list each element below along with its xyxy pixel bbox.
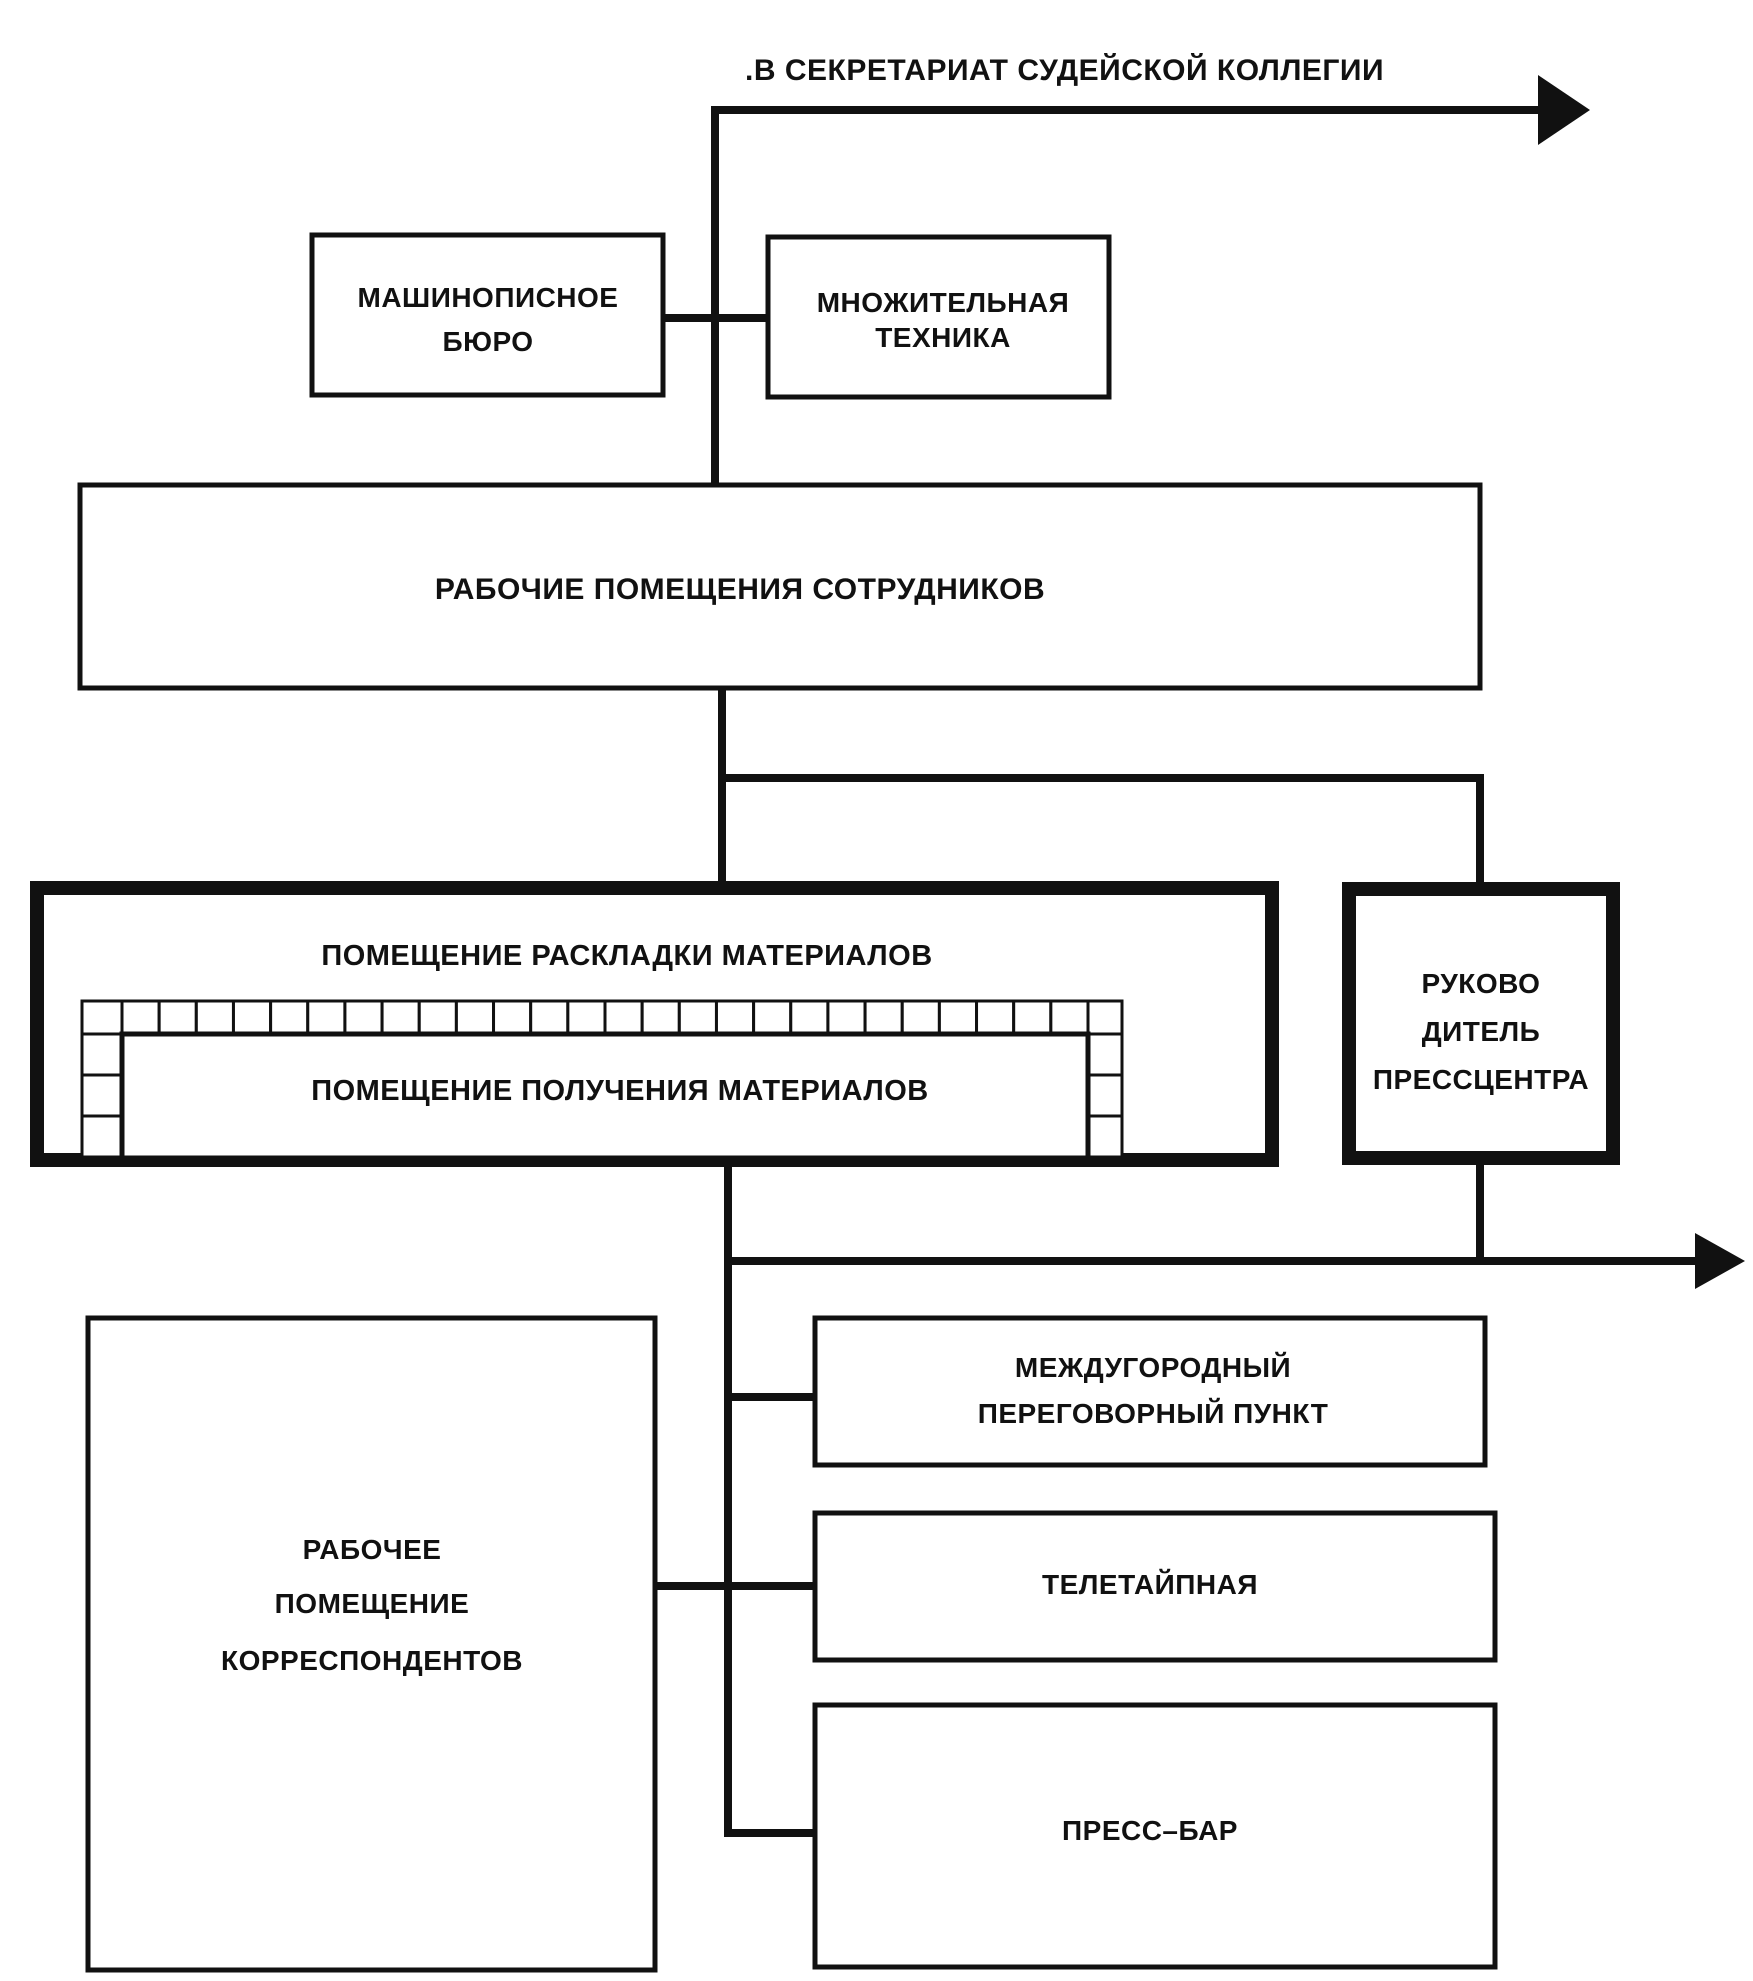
frame-cell — [306, 999, 347, 1036]
frame-cell — [269, 999, 310, 1036]
typing-bureau-label-2: БЮРО — [442, 326, 533, 357]
frame-cell — [529, 999, 570, 1036]
frame-cell — [566, 999, 607, 1036]
frame-cell — [80, 1032, 124, 1077]
frame-cell — [80, 999, 124, 1036]
frame-cell — [1049, 999, 1090, 1036]
press-bar-label: ПРЕСС–БАР — [1062, 1815, 1238, 1846]
frame-cell — [603, 999, 644, 1036]
frame-cell — [194, 999, 235, 1036]
correspondents-room-label-1: РАБОЧЕЕ — [303, 1534, 442, 1565]
staff-rooms-box: РАБОЧИЕ ПОМЕЩЕНИЯ СОТРУДНИКОВ — [77, 482, 1483, 691]
arrow-right-icon — [1695, 1233, 1745, 1289]
copying-equipment-label-2: ТЕХНИКА — [875, 322, 1011, 353]
frame-cell — [417, 999, 458, 1036]
destination-label: .В СЕКРЕТАРИАТ СУДЕЙСКОЙ КОЛЛЕГИИ — [745, 53, 1384, 87]
long-distance-phone-box: МЕЖДУГОРОДНЫЙ ПЕРЕГОВОРНЫЙ ПУНКТ — [812, 1315, 1488, 1468]
frame-cell — [826, 999, 867, 1036]
frame-cell — [157, 999, 198, 1036]
frame-cell — [492, 999, 533, 1036]
correspondents-room-box: РАБОЧЕЕ ПОМЕЩЕНИЕ КОРРЕСПОНДЕНТОВ — [85, 1315, 658, 1973]
frame-cell — [640, 999, 681, 1036]
press-center-head-label-3: ПРЕССЦЕНТРА — [1373, 1064, 1589, 1095]
frame-cell — [343, 999, 384, 1036]
frame-cell — [380, 999, 421, 1036]
frame-cell — [863, 999, 904, 1036]
frame-cell — [1086, 1032, 1124, 1077]
copying-equipment-box: МНОЖИТЕЛЬНАЯ ТЕХНИКА — [765, 234, 1112, 400]
line-staff-to-head — [718, 774, 1484, 892]
frame-cell — [1086, 1073, 1124, 1118]
frame-cell — [120, 999, 161, 1036]
teletype-label: ТЕЛЕТАЙПНАЯ — [1042, 1568, 1258, 1600]
frame-cell — [80, 1073, 124, 1118]
frame-cell — [752, 999, 793, 1036]
copying-equipment-label-1: МНОЖИТЕЛЬНАЯ — [817, 287, 1070, 318]
frame-cell — [454, 999, 496, 1036]
receiving-room-frame-cells — [80, 999, 1124, 1159]
typing-bureau-box: МАШИНОПИСНОЕ БЮРО — [309, 232, 666, 398]
long-distance-phone-label-2: ПЕРЕГОВОРНЫЙ ПУНКТ — [978, 1397, 1329, 1429]
line-main-trunk — [724, 1156, 819, 1837]
frame-cell — [937, 999, 979, 1036]
receiving-room-label: ПОМЕЩЕНИЕ ПОЛУЧЕНИЯ МАТЕРИАЛОВ — [311, 1075, 929, 1107]
correspondents-room-label-2: ПОМЕЩЕНИЕ — [275, 1588, 470, 1619]
layout-room-label: ПОМЕЩЕНИЕ РАСКЛАДКИ МАТЕРИАЛОВ — [321, 940, 932, 972]
press-center-head-box: РУКОВО ДИТЕЛЬ ПРЕССЦЕНТРА — [1342, 882, 1620, 1165]
frame-cell — [80, 1114, 124, 1159]
long-distance-phone-label-1: МЕЖДУГОРОДНЫЙ — [1015, 1351, 1291, 1383]
connectors — [651, 106, 1704, 1837]
correspondents-room-label-3: КОРРЕСПОНДЕНТОВ — [221, 1645, 523, 1676]
frame-cell — [714, 999, 756, 1036]
frame-cell — [900, 999, 941, 1036]
typing-bureau-label-1: МАШИНОПИСНОЕ — [358, 282, 619, 313]
frame-cell — [677, 999, 718, 1036]
frame-cell — [1086, 1114, 1124, 1159]
frame-cell — [1086, 999, 1124, 1036]
line-to-secretariat — [711, 106, 1549, 489]
frame-cell — [231, 999, 273, 1036]
frame-cell — [789, 999, 830, 1036]
arrow-right-icon — [1538, 75, 1590, 145]
staff-rooms-label: РАБОЧИЕ ПОМЕЩЕНИЯ СОТРУДНИКОВ — [435, 573, 1045, 606]
layout-room-box: ПОМЕЩЕНИЕ РАСКЛАДКИ МАТЕРИАЛОВ ПОМЕЩЕНИЕ… — [30, 881, 1279, 1167]
press-center-head-label-2: ДИТЕЛЬ — [1422, 1016, 1541, 1047]
teletype-box: ТЕЛЕТАЙПНАЯ — [812, 1510, 1498, 1663]
frame-cell — [1012, 999, 1053, 1036]
frame-cell — [975, 999, 1016, 1036]
press-center-head-label-1: РУКОВО — [1422, 968, 1541, 999]
press-bar-box: ПРЕСС–БАР — [812, 1702, 1498, 1970]
